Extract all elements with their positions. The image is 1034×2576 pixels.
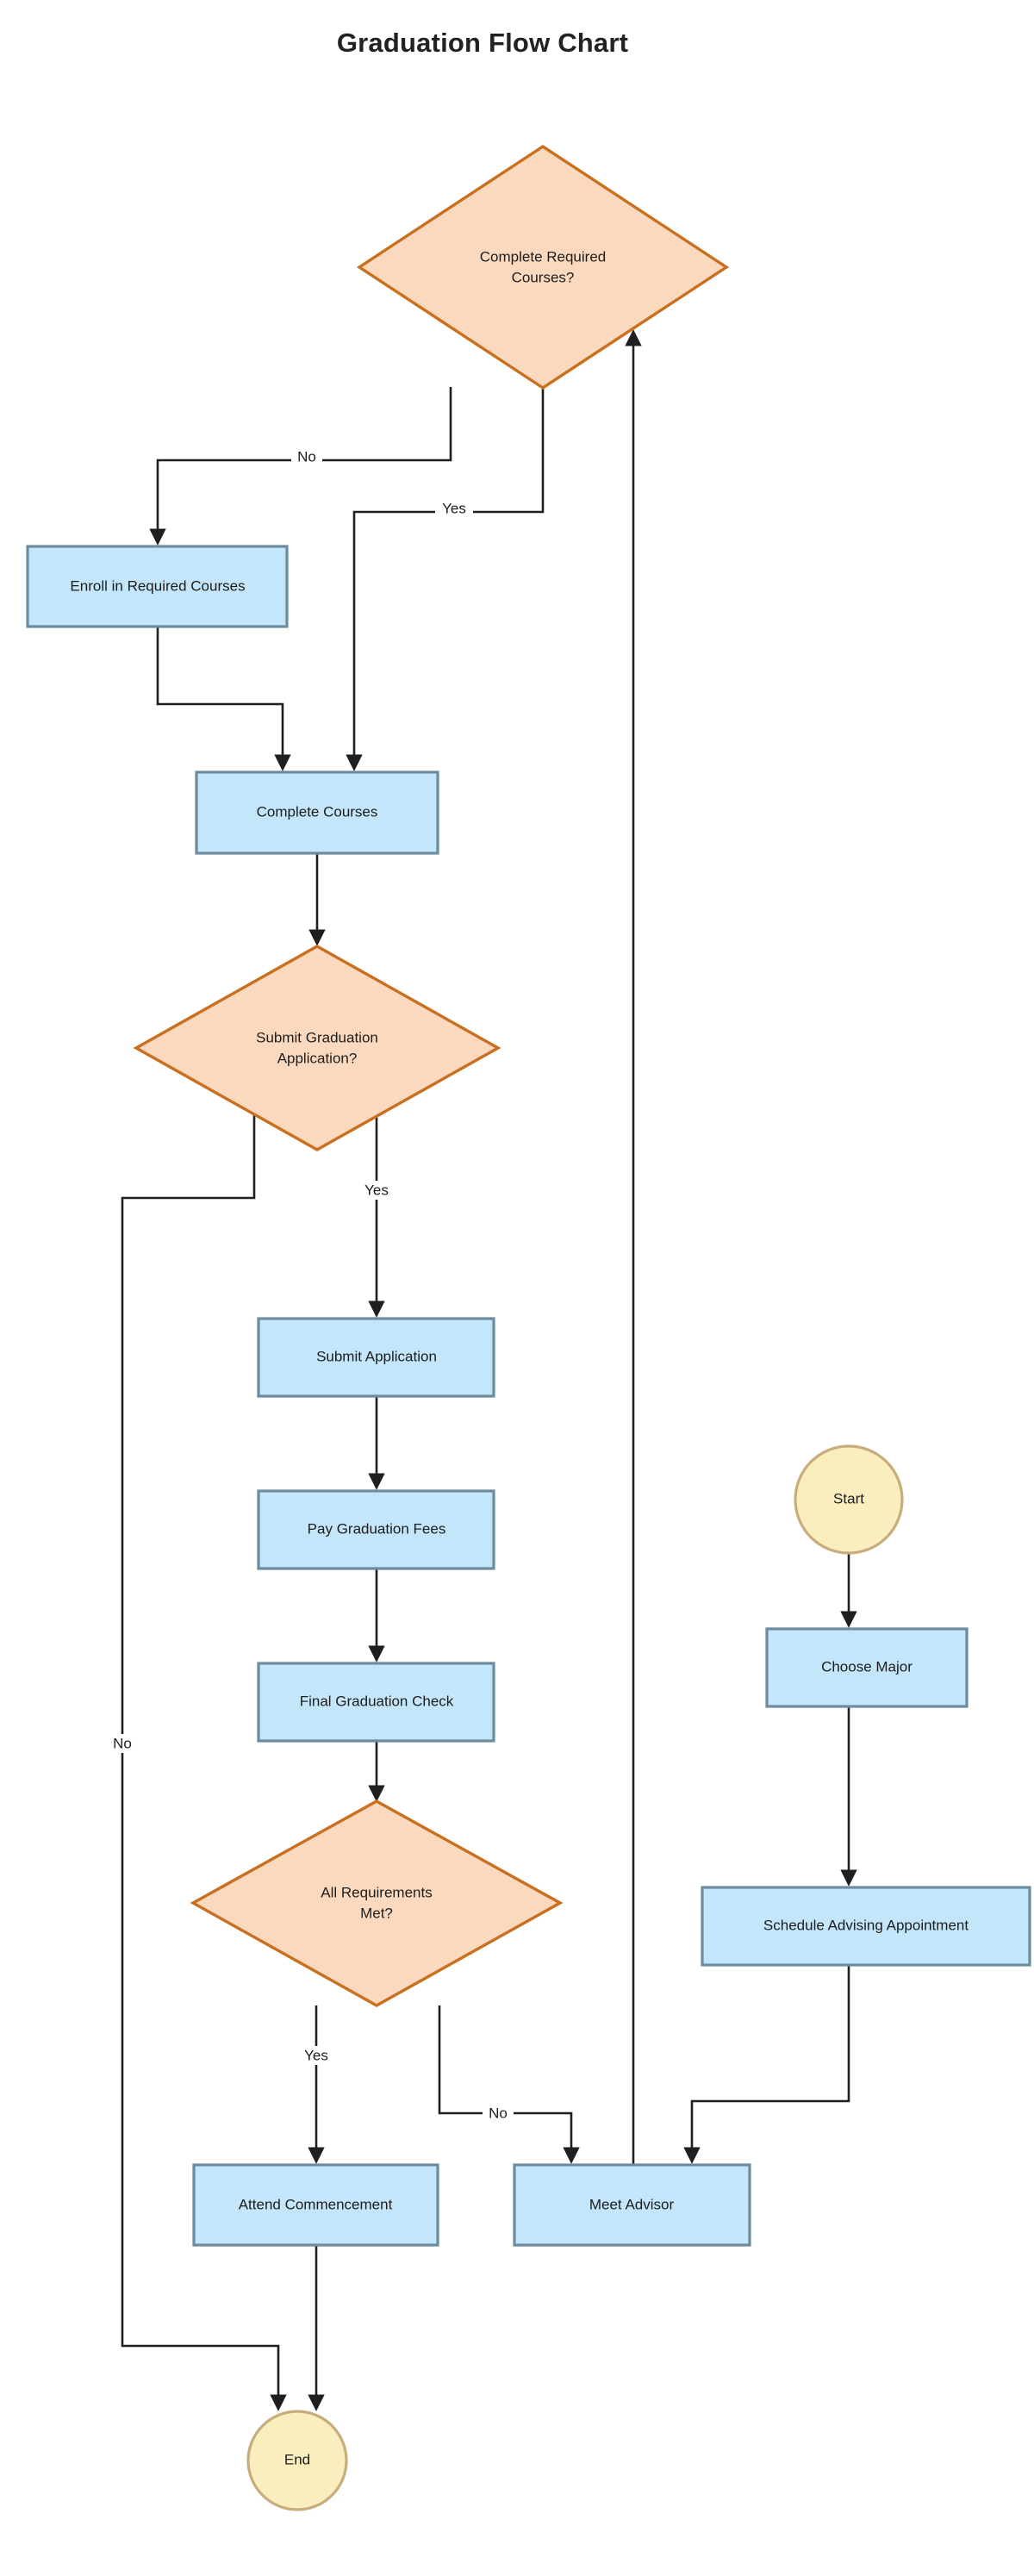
edge-label-text: No — [297, 448, 316, 465]
node-label: Meet Advisor — [589, 2196, 675, 2212]
node-schedule-advising-appointment[interactable]: Schedule Advising Appointment — [701, 1886, 1031, 1967]
edge-label-all-requirements-no: No — [483, 2104, 514, 2123]
page-title: Graduation Flow Chart — [336, 28, 629, 58]
node-label-line1: All Requirements — [321, 1884, 432, 1900]
node-label: Start — [833, 1490, 864, 1506]
node-end[interactable]: End — [246, 2410, 348, 2511]
node-label: Attend Commencement — [239, 2196, 393, 2212]
edge-schedule-to-meet-advisor — [683, 1965, 850, 2164]
node-label-line1: Complete Required — [480, 248, 606, 265]
edge-label-submit-application-no: No — [107, 1734, 138, 1753]
edge-all-requirements-no-to-meet-advisor — [438, 2005, 580, 2164]
node-label: End — [284, 2451, 310, 2467]
edge-label-text: Yes — [364, 1182, 389, 1198]
node-label: Schedule Advising Appointment — [763, 1917, 969, 1933]
node-label: Final Graduation Check — [300, 1693, 454, 1709]
edge-label-text: No — [489, 2105, 508, 2121]
edge-label-complete-required-yes: Yes — [435, 499, 473, 518]
node-label-line2: Application? — [277, 1050, 358, 1066]
node-complete-required-courses[interactable]: Complete Required Courses? — [356, 144, 730, 390]
edge-label-text: Yes — [304, 2047, 328, 2063]
node-label-line2: Met? — [360, 1905, 393, 1921]
node-meet-advisor[interactable]: Meet Advisor — [513, 2163, 751, 2247]
node-attend-commencement[interactable]: Attend Commencement — [192, 2163, 439, 2247]
node-submit-graduation-application[interactable]: Submit Graduation Application? — [133, 945, 501, 1151]
node-final-graduation-check[interactable]: Final Graduation Check — [257, 1662, 495, 1743]
edge-enroll-to-complete-courses — [156, 627, 291, 771]
node-label-line2: Courses? — [512, 269, 575, 285]
edge-label-complete-required-no: No — [291, 447, 322, 466]
node-label: Complete Courses — [257, 803, 378, 820]
node-label: Submit Application — [316, 1348, 437, 1364]
edge-label-submit-application-yes: Yes — [358, 1181, 396, 1200]
edge-label-text: Yes — [442, 500, 466, 516]
node-label: Pay Graduation Fees — [308, 1520, 446, 1537]
node-label: Enroll in Required Courses — [70, 577, 245, 594]
edge-submit-application-q-no-to-end — [121, 1110, 287, 2411]
node-all-requirements-met[interactable]: All Requirements Met? — [190, 1799, 564, 2007]
edge-complete-required-yes-to-complete-courses — [346, 387, 545, 771]
node-choose-major[interactable]: Choose Major — [765, 1627, 969, 1708]
edge-label-all-requirements-yes: Yes — [297, 2046, 335, 2065]
node-pay-graduation-fees[interactable]: Pay Graduation Fees — [257, 1489, 495, 1570]
node-enroll-in-required-courses[interactable]: Enroll in Required Courses — [26, 545, 289, 628]
node-complete-courses[interactable]: Complete Courses — [195, 770, 439, 855]
node-submit-application[interactable]: Submit Application — [257, 1317, 495, 1398]
node-label-line1: Submit Graduation — [256, 1029, 378, 1045]
edge-label-text: No — [113, 1735, 132, 1751]
node-label: Choose Major — [821, 1658, 913, 1675]
node-start[interactable]: Start — [794, 1444, 904, 1555]
